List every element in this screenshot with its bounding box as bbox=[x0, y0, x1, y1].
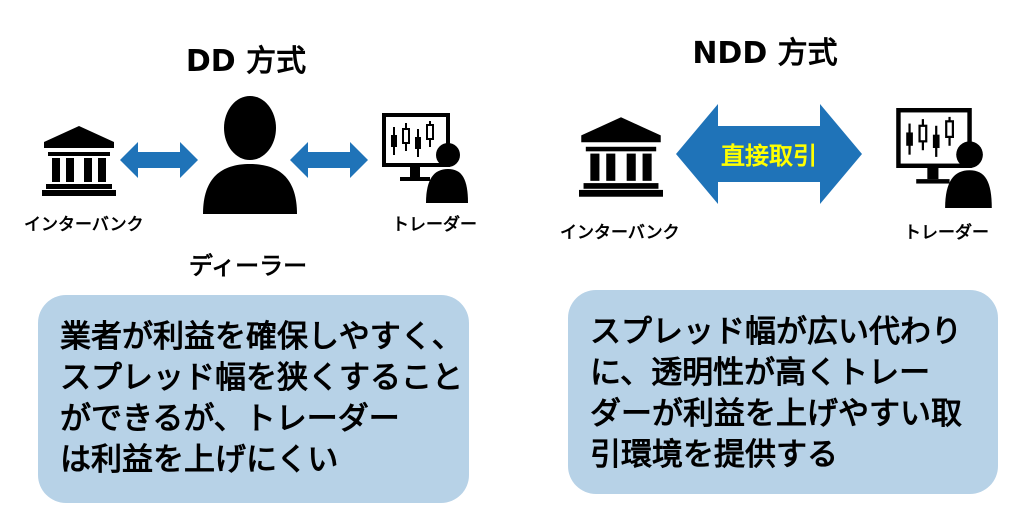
ndd-description-text: スプレッド幅が広い代わり に、透明性が高くトレー ダーが利益を上げやすい取 引環… bbox=[590, 312, 962, 476]
dd-description-text: 業者が利益を確保しやすく、 スプレッド幅を狭くすること ができるが、トレーダー … bbox=[60, 317, 463, 481]
description-line: スプレッド幅を狭くすること bbox=[60, 360, 463, 396]
description-line: ダーが利益を上げやすい取 bbox=[590, 396, 962, 432]
double-arrow-icon bbox=[676, 104, 862, 204]
right-bank-label: インターバンク bbox=[560, 223, 680, 243]
description-line: 引環境を提供する bbox=[590, 437, 838, 473]
double-arrow-icon bbox=[290, 142, 368, 178]
person-icon bbox=[203, 96, 297, 214]
trader-monitor-icon bbox=[896, 108, 992, 208]
left-trader-label: トレーダー bbox=[392, 215, 477, 235]
trader-monitor-icon bbox=[382, 113, 468, 203]
double-arrow-icon bbox=[120, 142, 198, 178]
ndd-title: NDD 方式 bbox=[692, 36, 838, 71]
right-trader-label: トレーダー bbox=[904, 223, 989, 243]
bank-icon bbox=[579, 117, 663, 197]
direct-trade-label: 直接取引 bbox=[721, 142, 817, 170]
description-line: に、透明性が高くトレー bbox=[590, 355, 931, 391]
description-line: ができるが、トレーダー bbox=[60, 401, 400, 437]
dd-title: DD 方式 bbox=[185, 44, 307, 79]
left-bank-label: インターバンク bbox=[24, 215, 144, 235]
dealer-label: ディーラー bbox=[188, 252, 308, 280]
dd-description-box: 業者が利益を確保しやすく、 スプレッド幅を狭くすること ができるが、トレーダー … bbox=[38, 295, 469, 503]
description-line: 業者が利益を確保しやすく、 bbox=[60, 319, 463, 355]
ndd-description-box: スプレッド幅が広い代わり に、透明性が高くトレー ダーが利益を上げやすい取 引環… bbox=[568, 290, 998, 494]
description-line: スプレッド幅が広い代わり bbox=[590, 314, 962, 350]
description-line: は利益を上げにくい bbox=[60, 442, 339, 478]
bank-icon bbox=[42, 126, 116, 196]
